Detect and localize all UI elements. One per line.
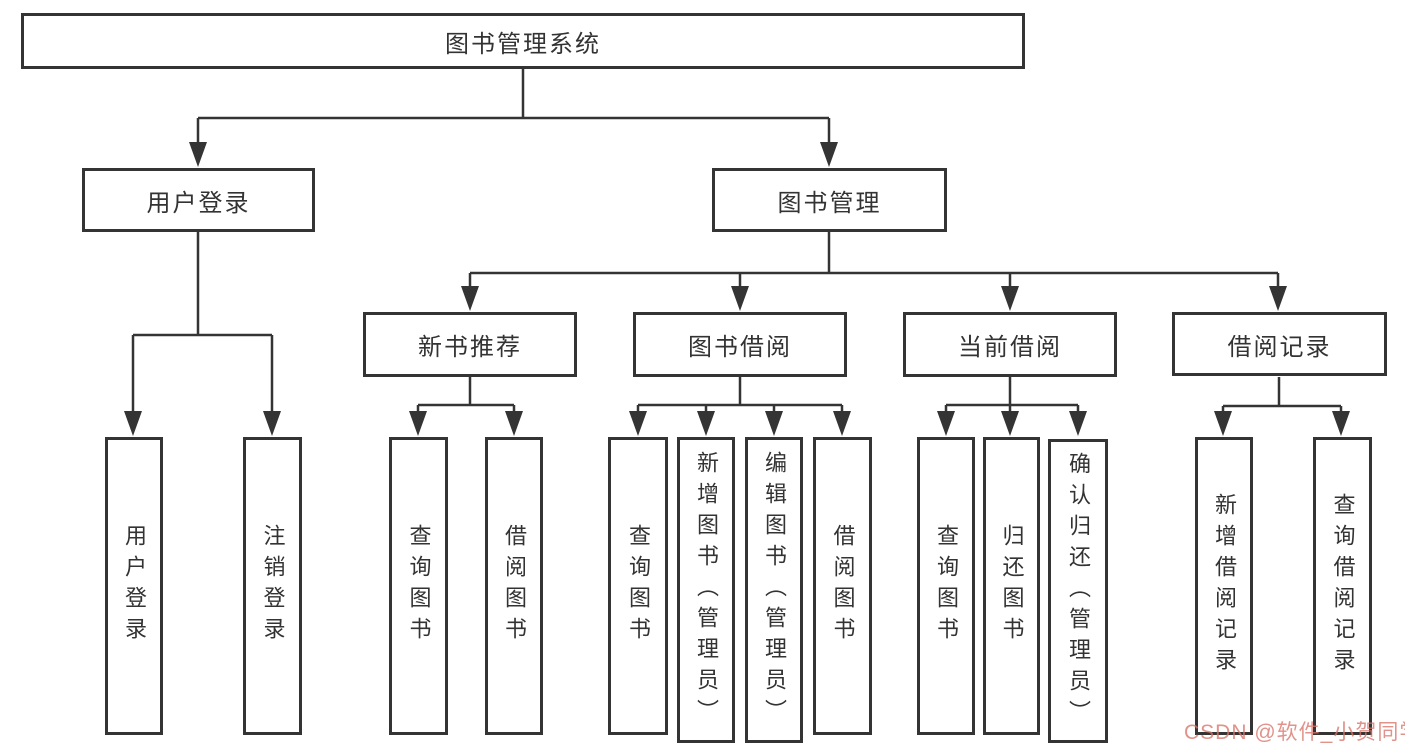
arrow-down-icon xyxy=(1332,411,1350,436)
node-label: 图书借阅 xyxy=(688,334,792,361)
node-label: 用户登录 xyxy=(146,189,251,217)
arrow-down-icon xyxy=(1069,411,1087,436)
arrow-down-icon xyxy=(124,411,142,436)
leaf-label: 查询图书 xyxy=(626,524,651,648)
arrow-down-icon xyxy=(263,411,281,436)
node-label: 图书管理 xyxy=(777,189,882,217)
arrow-down-icon xyxy=(820,142,838,167)
arrow-down-icon xyxy=(833,411,851,436)
arrow-down-icon xyxy=(937,411,955,436)
arrow-down-icon xyxy=(1214,411,1232,436)
leaf-query-books-borrow: 查询图书 xyxy=(608,437,668,735)
node-new-book-recommendation: 新书推荐 xyxy=(363,312,577,377)
node-label: 借阅记录 xyxy=(1227,333,1332,361)
leaf-add-books-admin: 新增图书（管理员） xyxy=(677,437,735,743)
leaf-label: 注销登录 xyxy=(260,524,286,648)
connector-bookmgmt-to-level3 xyxy=(468,232,1280,287)
leaf-label: 用户登录 xyxy=(122,524,147,648)
leaf-return-books: 归还图书 xyxy=(983,437,1040,735)
leaf-borrow-books: 借阅图书 xyxy=(813,437,872,735)
leaf-query-books-current: 查询图书 xyxy=(917,437,975,735)
arrow-down-icon xyxy=(1269,286,1287,311)
arrowheads xyxy=(124,142,1350,436)
connector-records-to-leaves xyxy=(1221,377,1343,412)
connector-userlogin-to-leaves xyxy=(131,232,274,412)
node-label: 新书推荐 xyxy=(418,334,522,361)
leaf-label: 新增借阅记录 xyxy=(1212,493,1237,679)
node-book-management: 图书管理 xyxy=(712,168,947,232)
leaf-query-borrow-record: 查询借阅记录 xyxy=(1313,437,1372,735)
arrow-down-icon xyxy=(1001,286,1019,311)
arrow-down-icon xyxy=(189,142,207,167)
node-label: 当前借阅 xyxy=(958,334,1062,361)
connector-bookborrow-to-leaves xyxy=(636,377,844,412)
node-label: 图书管理系统 xyxy=(445,30,601,58)
leaf-label: 查询图书 xyxy=(934,524,959,648)
leaf-confirm-return-admin: 确认归还（管理员） xyxy=(1048,439,1108,743)
arrow-down-icon xyxy=(409,411,427,436)
leaf-logout: 注销登录 xyxy=(243,437,302,735)
leaf-label: 确认归还（管理员） xyxy=(1066,451,1091,731)
arrow-down-icon xyxy=(629,411,647,436)
arrow-down-icon xyxy=(697,411,715,436)
leaf-label: 借阅图书 xyxy=(502,524,527,648)
arrow-down-icon xyxy=(461,286,479,311)
leaf-user-login: 用户登录 xyxy=(105,437,163,735)
leaf-label: 查询借阅记录 xyxy=(1330,493,1356,679)
node-borrowing-records: 借阅记录 xyxy=(1172,312,1387,376)
arrow-down-icon xyxy=(505,411,523,436)
arrow-down-icon xyxy=(765,411,783,436)
arrow-down-icon xyxy=(1001,411,1019,436)
leaf-label: 编辑图书（管理员） xyxy=(762,450,787,730)
leaf-query-books-recommend: 查询图书 xyxy=(389,437,448,735)
connector-root-to-level2 xyxy=(196,69,831,143)
leaf-edit-books-admin: 编辑图书（管理员） xyxy=(745,437,803,743)
watermark-csdn: CSDN @软件_小贺同学 xyxy=(1184,721,1405,744)
node-library-system: 图书管理系统 xyxy=(21,13,1025,69)
leaf-label: 归还图书 xyxy=(999,524,1025,648)
node-book-borrowing: 图书借阅 xyxy=(633,312,847,377)
node-user-login: 用户登录 xyxy=(82,168,315,232)
arrow-down-icon xyxy=(731,286,749,311)
leaf-add-borrow-record: 新增借阅记录 xyxy=(1195,437,1253,735)
leaf-label: 查询图书 xyxy=(406,524,432,648)
leaf-borrow-books-recommend: 借阅图书 xyxy=(485,437,543,735)
connector-newbook-to-leaves xyxy=(416,377,516,412)
connector-currentborrow-to-leaves xyxy=(944,377,1080,412)
node-current-borrowing: 当前借阅 xyxy=(903,312,1117,377)
leaf-label: 新增图书（管理员） xyxy=(694,450,719,730)
leaf-label: 借阅图书 xyxy=(830,524,856,648)
